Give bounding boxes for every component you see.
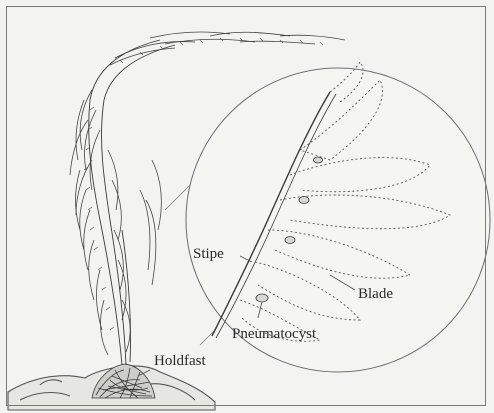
holdfast-label: Holdfast	[154, 353, 206, 369]
kelp-stipe-column	[89, 40, 175, 365]
magnified-view	[165, 62, 490, 372]
blade-label: Blade	[358, 286, 393, 302]
stipe-label: Stipe	[193, 246, 224, 262]
pneumatocyst-label: Pneumatocyst	[232, 326, 317, 342]
